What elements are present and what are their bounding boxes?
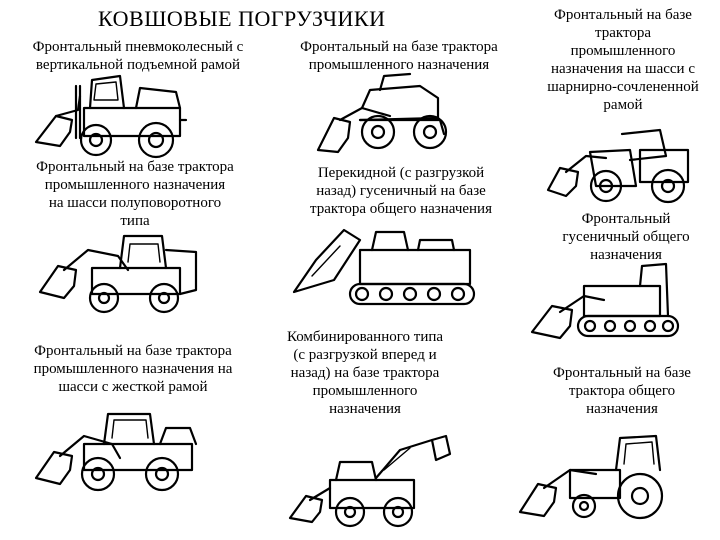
wheel-loader-industrial-icon [318, 74, 446, 152]
crawler-loader-icon [532, 264, 678, 338]
overhead-crawler-loader-icon [294, 230, 474, 304]
combined-loader-icon [290, 436, 450, 526]
articulated-loader-icon [548, 130, 688, 202]
tractor-loader-icon [520, 436, 662, 518]
semi-rotary-loader-icon [40, 236, 196, 312]
rigid-frame-loader-icon [36, 414, 196, 490]
wheel-loader-vertical-frame-icon [36, 76, 186, 157]
